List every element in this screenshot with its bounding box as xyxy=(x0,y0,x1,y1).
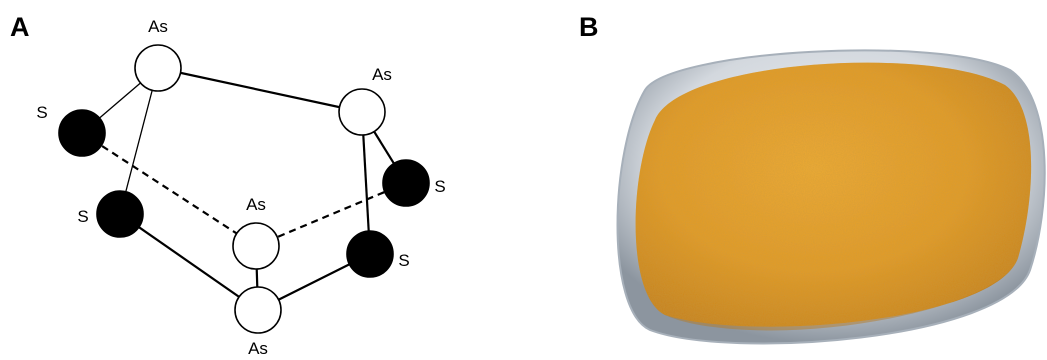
bond-as3-s3 xyxy=(255,181,407,248)
atom-as1 xyxy=(134,44,182,92)
atom-label-s4: S xyxy=(398,251,409,270)
bond-s1-as3 xyxy=(81,132,257,247)
atom-label-s3: S xyxy=(434,177,445,196)
atom-as3 xyxy=(232,222,280,270)
atom-label-s2: S xyxy=(77,207,88,226)
atom-as2 xyxy=(338,88,386,136)
powder-heap xyxy=(635,62,1032,327)
bond-as1-as2 xyxy=(157,66,363,114)
atom-s1 xyxy=(58,109,106,157)
panel-label-b: B xyxy=(579,12,599,42)
atom-label-as3: As xyxy=(246,195,266,214)
atom-label-s1: S xyxy=(36,103,47,122)
bond-as1-s2 xyxy=(119,67,159,215)
atom-label-as1: As xyxy=(148,17,168,36)
atom-label-as4: As xyxy=(248,339,268,358)
powder-shadow xyxy=(665,258,1018,331)
atom-as4 xyxy=(234,286,282,334)
powder-photo xyxy=(616,49,1046,345)
atom-s3 xyxy=(382,159,430,207)
panel-label-a: A xyxy=(10,12,30,42)
atom-label-as2: As xyxy=(372,65,392,84)
atom-s2 xyxy=(96,190,144,238)
atom-s4 xyxy=(346,230,394,278)
bond-s2-as4 xyxy=(119,213,259,311)
